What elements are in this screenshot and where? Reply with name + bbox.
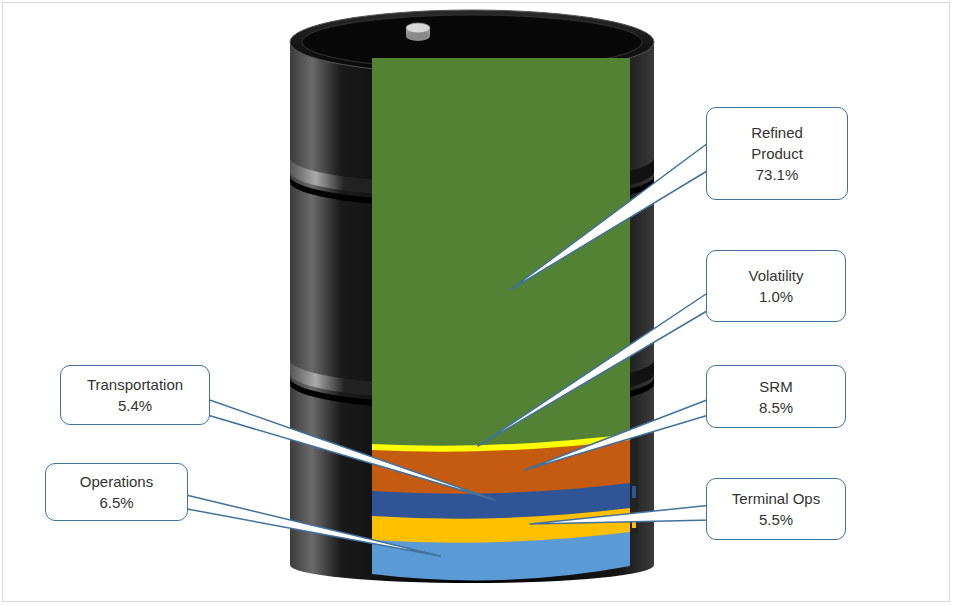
callout-box: Terminal Ops5.5%: [706, 478, 846, 540]
callout-box: Refined Product73.1%: [706, 107, 848, 200]
callout-box: Transportation5.4%: [60, 365, 210, 425]
callout-box: SRM8.5%: [706, 365, 846, 428]
callout-percent: 1.0%: [759, 286, 793, 307]
callout-label: Refined Product: [737, 122, 817, 164]
callout-label: SRM: [759, 376, 792, 397]
callout-label: Terminal Ops: [732, 488, 820, 509]
callout-label: Volatility: [748, 265, 803, 286]
callout-label: Transportation: [87, 374, 183, 395]
callout-percent: 5.4%: [118, 395, 152, 416]
callout-box: Volatility1.0%: [706, 250, 846, 322]
callout-percent: 8.5%: [759, 397, 793, 418]
callout-tails: [182, 140, 712, 556]
callout-percent: 73.1%: [756, 164, 799, 185]
callout-box: Operations6.5%: [45, 463, 188, 521]
callout-label: Operations: [80, 471, 153, 492]
callout-percent: 5.5%: [759, 509, 793, 530]
callout-percent: 6.5%: [99, 492, 133, 513]
